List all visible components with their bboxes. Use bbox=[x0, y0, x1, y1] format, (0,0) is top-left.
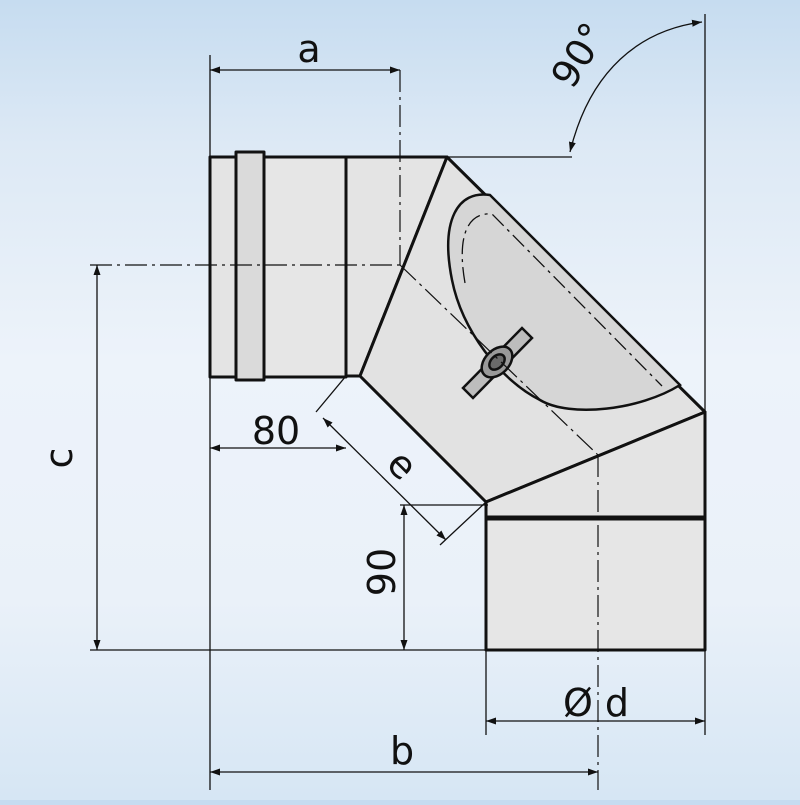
inlet-pipe bbox=[262, 155, 348, 379]
label-80: 80 bbox=[252, 409, 300, 453]
label-90: 90 bbox=[360, 548, 404, 596]
dimension-lines bbox=[93, 19, 705, 776]
label-angle: 90° bbox=[542, 15, 615, 95]
wing-nut-icon bbox=[461, 326, 534, 400]
angle-arc bbox=[568, 19, 703, 153]
label-e: e bbox=[378, 441, 426, 489]
label-c: c bbox=[37, 448, 81, 469]
label-b: b bbox=[390, 729, 414, 773]
label-a: a bbox=[297, 27, 320, 71]
elbow-body bbox=[208, 150, 707, 652]
center-lines bbox=[90, 70, 599, 790]
label-d: Ø d bbox=[563, 681, 629, 725]
inlet-ring bbox=[234, 150, 266, 382]
outlet-pipe bbox=[484, 516, 707, 652]
dim-e-line bbox=[322, 417, 447, 541]
